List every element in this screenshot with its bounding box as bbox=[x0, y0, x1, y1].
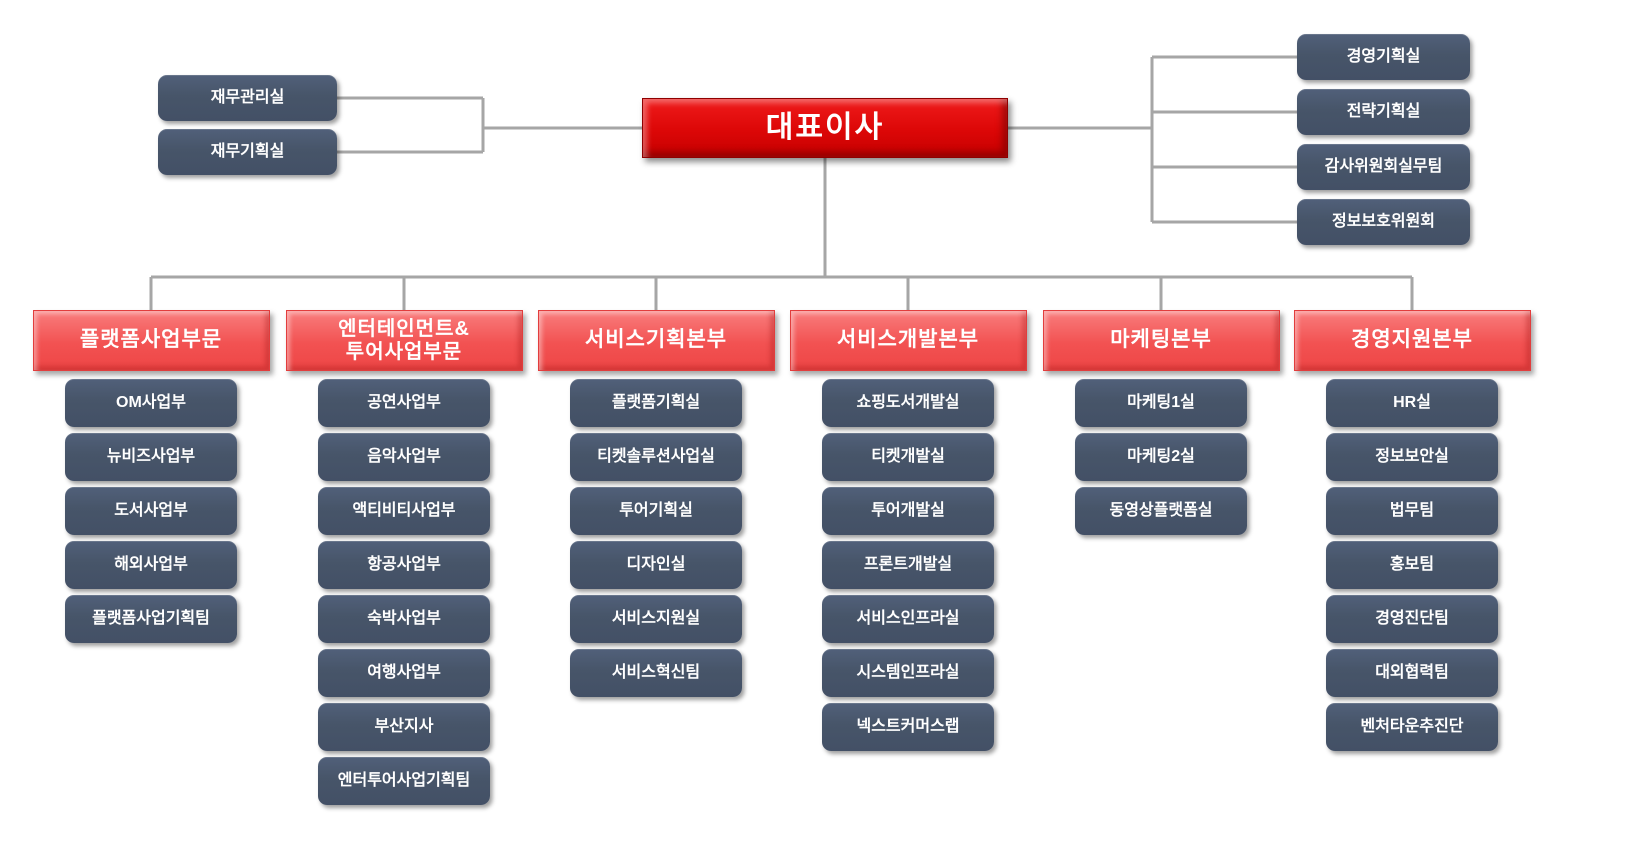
department-box: 서비스지원실 bbox=[570, 595, 742, 643]
department-box: OM사업부 bbox=[65, 379, 237, 427]
ceo-box: 대표이사 bbox=[642, 98, 1008, 158]
department-box: 여행사업부 bbox=[318, 649, 490, 697]
department-box: 플랫폼기획실 bbox=[570, 379, 742, 427]
department-box: 공연사업부 bbox=[318, 379, 490, 427]
department-box: 정보보안실 bbox=[1326, 433, 1498, 481]
department-box: HR실 bbox=[1326, 379, 1498, 427]
department-box: 도서사업부 bbox=[65, 487, 237, 535]
division-header: 엔터테인먼트& 투어사업부문 bbox=[285, 310, 523, 371]
department-box: 쇼핑도서개발실 bbox=[822, 379, 994, 427]
department-box: 숙박사업부 bbox=[318, 595, 490, 643]
department-box: 플랫폼사업기획팀 bbox=[65, 595, 237, 643]
right-branch-box: 전략기획실 bbox=[1297, 89, 1470, 135]
department-box: 음악사업부 bbox=[318, 433, 490, 481]
department-box: 티켓솔루션사업실 bbox=[570, 433, 742, 481]
left-branch-box: 재무관리실 bbox=[158, 75, 337, 121]
department-box: 항공사업부 bbox=[318, 541, 490, 589]
division-header: 마케팅본부 bbox=[1042, 310, 1280, 371]
department-box: 서비스인프라실 bbox=[822, 595, 994, 643]
department-box: 마케팅2실 bbox=[1075, 433, 1247, 481]
right-branch-box: 경영기획실 bbox=[1297, 34, 1470, 80]
department-box: 마케팅1실 bbox=[1075, 379, 1247, 427]
division-header: 플랫폼사업부문 bbox=[32, 310, 270, 371]
department-box: 홍보팀 bbox=[1326, 541, 1498, 589]
department-box: 뉴비즈사업부 bbox=[65, 433, 237, 481]
department-box: 벤처타운추진단 bbox=[1326, 703, 1498, 751]
department-box: 시스템인프라실 bbox=[822, 649, 994, 697]
department-box: 법무팀 bbox=[1326, 487, 1498, 535]
department-box: 대외협력팀 bbox=[1326, 649, 1498, 697]
left-branch-box: 재무기획실 bbox=[158, 129, 337, 175]
division-header: 경영지원본부 bbox=[1293, 310, 1531, 371]
division-header: 서비스기획본부 bbox=[537, 310, 775, 371]
right-branch-box: 정보보호위원회 bbox=[1297, 199, 1470, 245]
department-box: 넥스트커머스랩 bbox=[822, 703, 994, 751]
department-box: 티켓개발실 bbox=[822, 433, 994, 481]
right-branch-box: 감사위원회실무팀 bbox=[1297, 144, 1470, 190]
department-box: 해외사업부 bbox=[65, 541, 237, 589]
department-box: 프론트개발실 bbox=[822, 541, 994, 589]
department-box: 엔터투어사업기획팀 bbox=[318, 757, 490, 805]
department-box: 서비스혁신팀 bbox=[570, 649, 742, 697]
department-box: 액티비티사업부 bbox=[318, 487, 490, 535]
department-box: 디자인실 bbox=[570, 541, 742, 589]
department-box: 투어기획실 bbox=[570, 487, 742, 535]
department-box: 경영진단팀 bbox=[1326, 595, 1498, 643]
department-box: 동영상플랫폼실 bbox=[1075, 487, 1247, 535]
division-header: 서비스개발본부 bbox=[789, 310, 1027, 371]
department-box: 부산지사 bbox=[318, 703, 490, 751]
department-box: 투어개발실 bbox=[822, 487, 994, 535]
